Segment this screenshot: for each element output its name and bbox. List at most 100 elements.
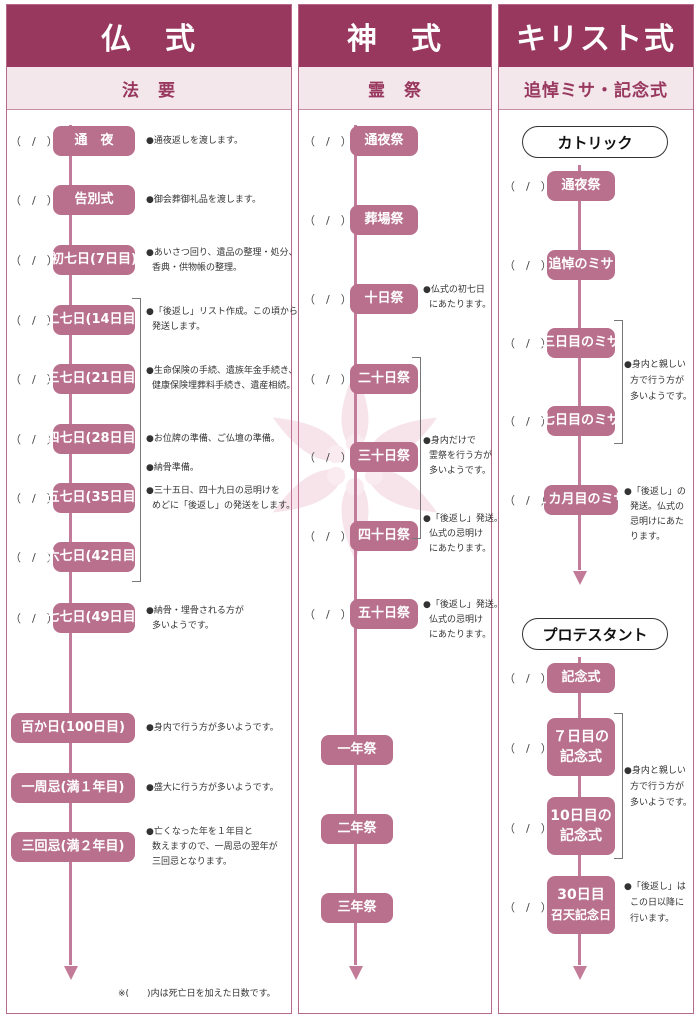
shinto-event-isokasai: 五十日祭 bbox=[350, 599, 418, 629]
buddhist-title: 仏 式 bbox=[7, 5, 291, 67]
buddhist-note: 多いようです。 bbox=[152, 621, 214, 631]
protestant-note: 方で行う方が bbox=[630, 782, 685, 792]
catholic-event-tsuito-mass: 追悼のミサ bbox=[547, 250, 615, 280]
buddhist-event-yonanoka: 四七日(28日目) bbox=[47, 424, 142, 454]
date-mark: （ / ） bbox=[504, 180, 552, 193]
protestant-event-label: ７日目の bbox=[553, 729, 609, 745]
date-mark: （ / ） bbox=[304, 214, 352, 227]
buddhist-footnote: ※( )内は死亡日を加えた日数です。 bbox=[118, 989, 276, 999]
catholic-timeline-line bbox=[578, 165, 581, 570]
buddhist-event-shonanoka: 初七日(7日目) bbox=[51, 245, 137, 275]
catholic-timeline-arrow bbox=[573, 571, 587, 585]
protestant-note: 行います。 bbox=[630, 914, 675, 924]
catholic-note: 忌明けにあた bbox=[630, 517, 685, 527]
date-mark: （ / ） bbox=[504, 901, 552, 914]
buddhist-event-munanoka: 六七日(42日目) bbox=[47, 542, 142, 572]
date-mark: （ / ） bbox=[304, 135, 352, 148]
shinto-title: 神 式 bbox=[299, 5, 491, 67]
protestant-event-seventh-day: ７日目の 記念式 bbox=[547, 718, 615, 776]
protestant-note: 多いようです。 bbox=[630, 798, 692, 808]
buddhist-note: ●お位牌の準備、ご仏壇の準備。 bbox=[146, 434, 280, 444]
buddhist-note: めどに「後返し」の発送をします。 bbox=[152, 501, 296, 511]
protestant-event-label: 記念式 bbox=[560, 828, 602, 844]
buddhist-note: 健康保険埋葬料手続き、遺産相続。 bbox=[152, 381, 296, 391]
shinto-note: にあたります。 bbox=[429, 630, 492, 640]
catholic-event-seventh-day-mass: 七日目のミサ bbox=[542, 406, 620, 436]
shinto-timeline-arrow bbox=[349, 966, 363, 980]
buddhist-event-nananoka: 七七日(49日目) bbox=[47, 603, 142, 633]
protestant-event-thirtieth-day: 30日目 召天記念日 bbox=[547, 876, 615, 934]
date-mark: （ / ） bbox=[10, 135, 58, 148]
date-mark: （ / ） bbox=[10, 433, 58, 446]
protestant-event-label: 記念式 bbox=[560, 749, 602, 765]
date-mark: （ / ） bbox=[504, 259, 552, 272]
shinto-event-sojosai: 葬場祭 bbox=[350, 205, 418, 235]
protestant-note: ●身内と親しい bbox=[624, 766, 686, 776]
christian-title: キリスト式 bbox=[499, 5, 693, 67]
date-mark: （ / ） bbox=[10, 194, 58, 207]
date-mark: （ / ） bbox=[10, 314, 58, 327]
shinto-event-tsuyasai: 通夜祭 bbox=[350, 126, 418, 156]
protestant-note: この日以降に bbox=[630, 898, 685, 908]
shinto-event-hatsukasai: 二十日祭 bbox=[350, 364, 418, 394]
buddhist-bracket bbox=[132, 298, 141, 582]
buddhist-event-itsunanoka: 五七日(35日目) bbox=[47, 483, 142, 513]
buddhist-event-isshuki: 一周忌(満１年目) bbox=[11, 773, 135, 803]
date-mark: （ / ） bbox=[10, 492, 58, 505]
date-mark: （ / ） bbox=[304, 608, 352, 621]
buddhist-note: ●「後返し」リスト作成。この頃から bbox=[146, 307, 298, 317]
shinto-note: 多いようです。 bbox=[429, 466, 491, 476]
buddhist-event-minanoka: 三七日(21日目) bbox=[47, 364, 142, 394]
shinto-event-yosokasai: 四十日祭 bbox=[350, 521, 418, 551]
protestant-event-label: 召天記念日 bbox=[550, 908, 611, 922]
buddhist-note: 香典・供物帳の整理。 bbox=[152, 263, 243, 273]
buddhist-note: 発送します。 bbox=[152, 322, 206, 332]
buddhist-note: ●亡くなった年を１年目と bbox=[146, 827, 253, 837]
buddhist-note: ●納骨準備。 bbox=[146, 463, 199, 473]
protestant-event-kinenshiki: 記念式 bbox=[547, 663, 615, 693]
date-mark: （ / ） bbox=[504, 494, 552, 507]
protestant-timeline-arrow bbox=[573, 966, 587, 980]
buddhist-note: 三回忌となります。 bbox=[152, 857, 232, 867]
buddhist-note: ●三十五日、四十九日の忌明けを bbox=[146, 486, 280, 496]
protestant-event-label: 10日目の bbox=[550, 808, 612, 824]
protestant-event-tenth-day: 10日目の 記念式 bbox=[547, 797, 615, 855]
shinto-note: 仏式の忌明け bbox=[429, 615, 484, 625]
shinto-note: 霊祭を行う方が bbox=[429, 451, 493, 461]
shinto-column: 神 式 霊 祭 bbox=[298, 4, 492, 1014]
protestant-note: ●「後返し」は bbox=[624, 882, 686, 892]
buddhist-note: ●通夜返しを渡します。 bbox=[146, 136, 243, 146]
shinto-note: ●身内だけで bbox=[423, 436, 476, 446]
catholic-note: ●「後返し」の bbox=[624, 487, 686, 497]
date-mark: （ / ） bbox=[304, 373, 352, 386]
catholic-bracket bbox=[614, 320, 623, 444]
shinto-subtitle: 霊 祭 bbox=[299, 67, 491, 110]
date-mark: （ / ） bbox=[504, 742, 552, 755]
buddhist-note: ●身内で行う方が多いようです。 bbox=[146, 723, 279, 733]
shinto-note: ●仏式の初七日 bbox=[423, 285, 485, 295]
catholic-note: 方で行う方が bbox=[630, 376, 685, 386]
catholic-note: ●身内と親しい bbox=[624, 360, 686, 370]
protestant-heading: プロテスタント bbox=[522, 618, 668, 650]
date-mark: （ / ） bbox=[304, 451, 352, 464]
shinto-note: ●「後返し」発送。 bbox=[423, 514, 503, 524]
catholic-heading: カトリック bbox=[522, 126, 668, 158]
date-mark: （ / ） bbox=[10, 373, 58, 386]
buddhist-event-tsuya: 通 夜 bbox=[53, 126, 135, 156]
shinto-note: ●「後返し」発送。 bbox=[423, 600, 503, 610]
catholic-event-one-month-mass: １カ月目のミサ bbox=[536, 485, 627, 515]
buddhist-note: 数えますので、一周忌の翌年が bbox=[152, 842, 278, 852]
date-mark: （ / ） bbox=[504, 337, 552, 350]
shinto-event-ninensai: 二年祭 bbox=[321, 814, 393, 844]
buddhist-event-futananoka: 二七日(14日目) bbox=[47, 305, 142, 335]
buddhist-note: ●盛大に行う方が多いようです。 bbox=[146, 783, 279, 793]
catholic-note: 発送。仏式の bbox=[630, 502, 685, 512]
date-mark: （ / ） bbox=[10, 612, 58, 625]
buddhist-note: ●生命保険の手続、遺族年金手続き、 bbox=[146, 366, 298, 376]
shinto-note: にあたります。 bbox=[429, 544, 492, 554]
christian-subtitle: 追悼ミサ・記念式 bbox=[499, 67, 693, 110]
buddhist-event-sankaiki: 三回忌(満２年目) bbox=[11, 832, 135, 862]
buddhist-note: ●御会葬御礼品を渡します。 bbox=[146, 195, 261, 205]
date-mark: （ / ） bbox=[304, 530, 352, 543]
shinto-event-sannensai: 三年祭 bbox=[321, 893, 393, 923]
